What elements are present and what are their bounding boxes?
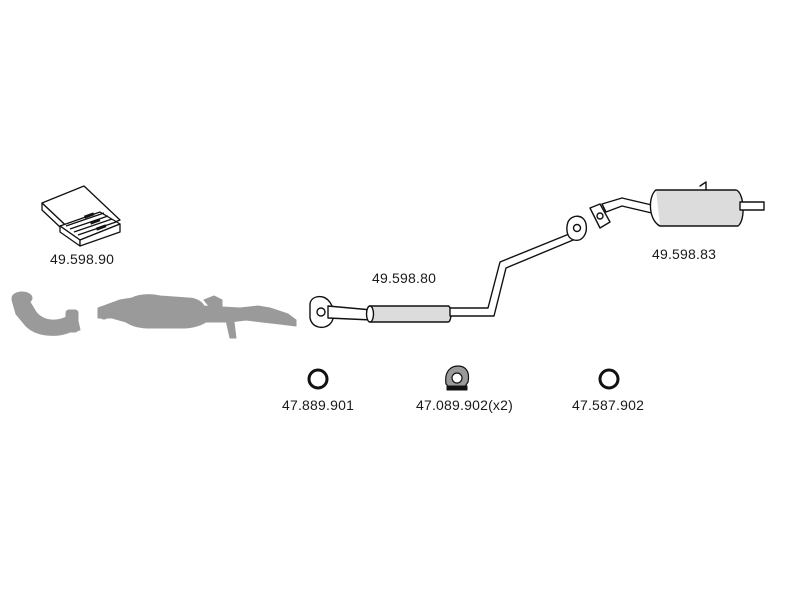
- part-number-rubber-mount: 47.089.902(x2): [416, 397, 513, 413]
- greyed-catalyst-pipe-icon: [11, 291, 297, 339]
- part-number-seal-ring-rear: 47.587.902: [572, 397, 645, 413]
- rear-silencer-icon: [589, 181, 765, 229]
- part-number-fitting-kit: 49.598.90: [50, 251, 115, 267]
- part-number-seal-ring-front: 47.889.901: [282, 397, 355, 413]
- seal-ring-icon: [307, 368, 329, 390]
- seal-ring-icon: [598, 368, 620, 390]
- part-number-rear-silencer: 49.598.83: [652, 246, 717, 262]
- centre-silencer-icon: [309, 215, 588, 329]
- rubber-mount-icon: [445, 365, 470, 391]
- part-number-centre-silencer: 49.598.80: [372, 270, 437, 286]
- box-of-fittings-icon: [41, 185, 121, 247]
